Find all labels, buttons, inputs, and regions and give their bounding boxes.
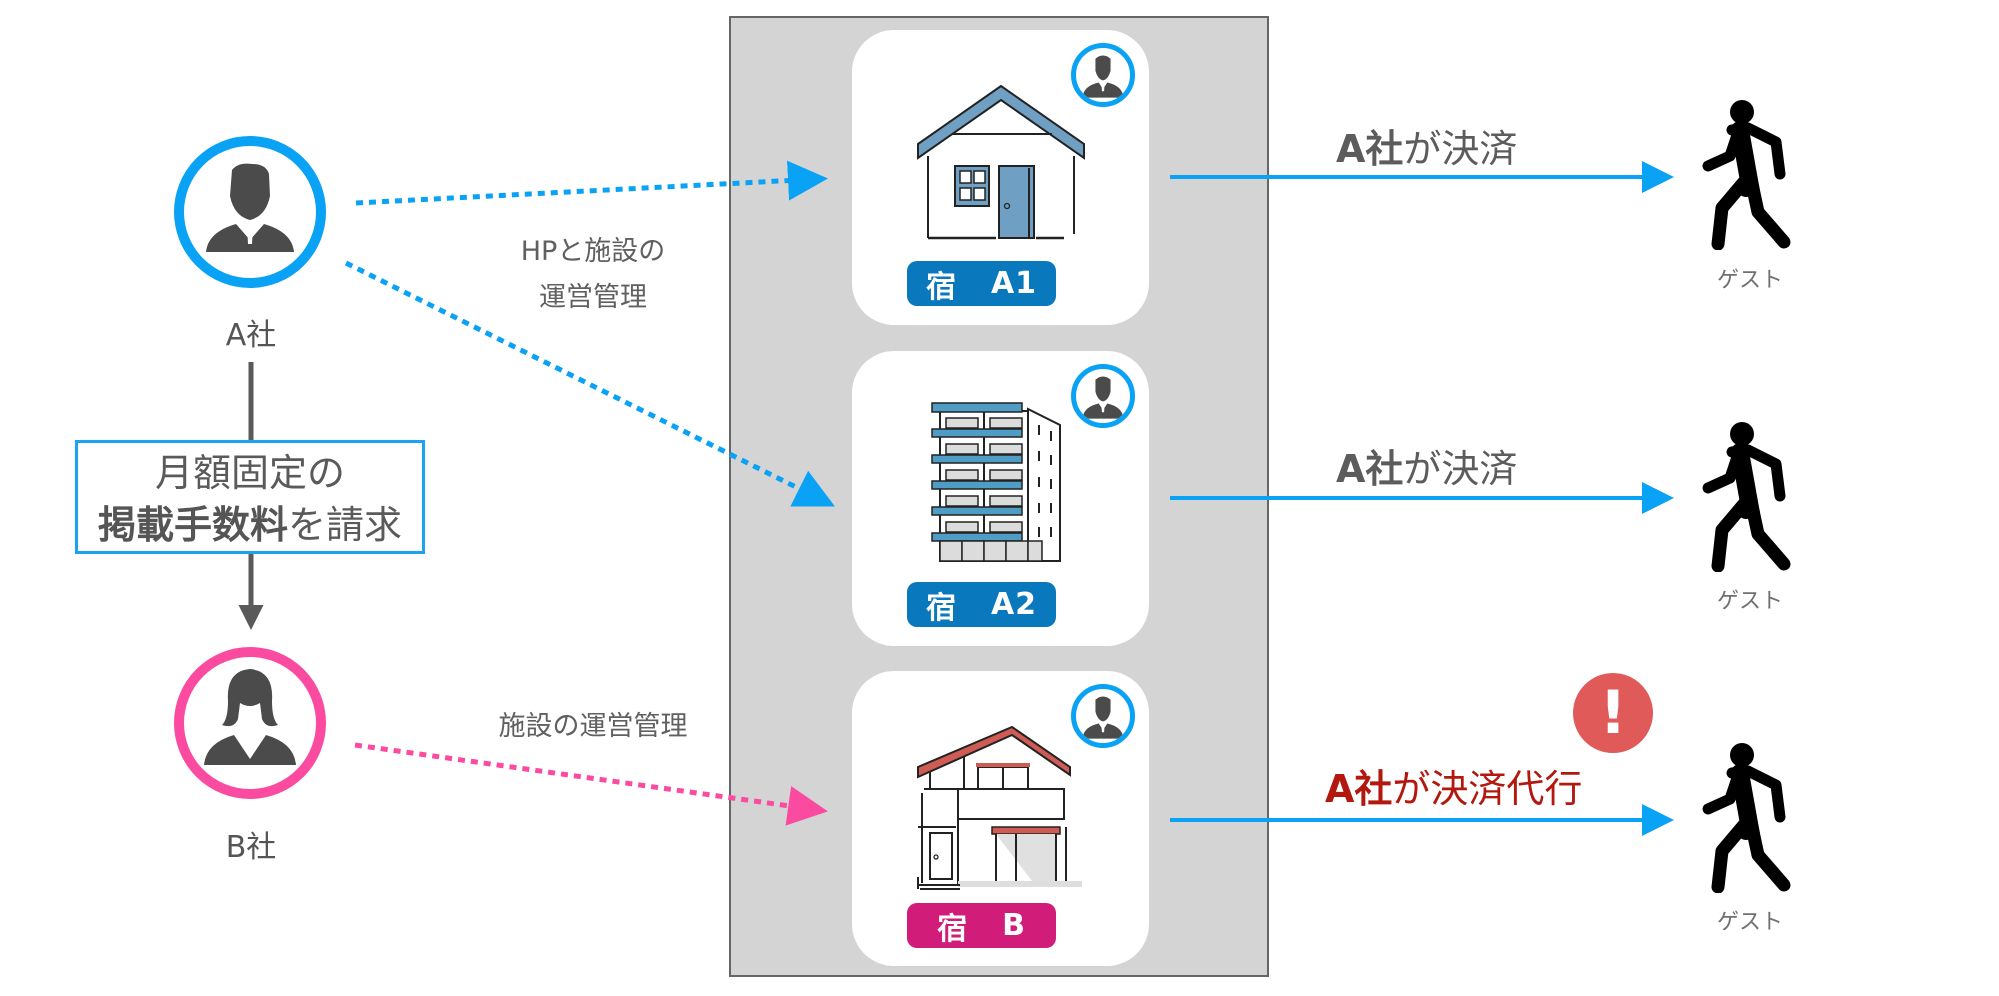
note-a-line-1: HPと施設の (520, 236, 666, 267)
manager-badge (1071, 684, 1135, 748)
management-arrow-b (354, 742, 828, 826)
two-story-house-icon (917, 725, 1082, 890)
property-code: A1 (990, 266, 1038, 301)
property-card-a2: 宿 A2 (852, 351, 1149, 646)
fee-emphasis: 掲載手数料 (97, 503, 288, 547)
guest-1 (1700, 100, 1800, 254)
property-kanji: 宿 (937, 911, 969, 947)
note-a-line-2: 運営管理 (539, 282, 647, 313)
payment-label-1: A社が決済 (1336, 118, 1517, 173)
fee-line-1: 月額固定の (154, 451, 345, 495)
businesswoman-icon (174, 647, 326, 799)
property-kanji: 宿 (925, 269, 957, 305)
businessman-icon (1082, 696, 1124, 739)
fee-line-2: 掲載手数料を請求 (78, 499, 422, 551)
payment-label-2: A社が決済 (1336, 438, 1517, 493)
management-note-a: HPと施設の 運営管理 (478, 229, 708, 321)
property-code: B (1002, 908, 1026, 943)
property-label-b: 宿 B (907, 903, 1056, 948)
property-label-a1: 宿 A1 (907, 261, 1056, 306)
payment-text: が決済 (1403, 127, 1518, 171)
monthly-fee-box: 月額固定の 掲載手数料を請求 (75, 440, 425, 554)
apartment-building-icon (931, 402, 1061, 562)
walking-person-icon (1702, 743, 1791, 894)
management-note-b: 施設の運営管理 (498, 711, 688, 742)
guest-label-1: ゲスト (1716, 268, 1783, 293)
payer: A社 (1325, 767, 1393, 811)
property-card-a1: 宿 A1 (852, 30, 1149, 325)
manager-badge (1071, 364, 1135, 428)
management-arrow-a1 (355, 160, 828, 206)
payment-label-3: A社が決済代行 (1325, 758, 1582, 813)
guest-label-2: ゲスト (1716, 589, 1783, 614)
alert-icon: ! (1573, 673, 1653, 753)
property-code: A2 (990, 587, 1038, 622)
payment-text: が決済代行 (1392, 767, 1583, 811)
property-kanji: 宿 (925, 590, 957, 626)
management-arrow-a2 (344, 260, 835, 507)
walking-person-icon (1702, 100, 1791, 251)
house-icon (917, 84, 1085, 240)
businessman-icon (1082, 376, 1124, 419)
guest-2 (1700, 422, 1800, 576)
company-b-avatar (174, 647, 326, 799)
property-card-b: 宿 B (852, 671, 1149, 966)
property-label-a2: 宿 A2 (907, 582, 1056, 627)
fee-line-2-rest: を請求 (288, 503, 403, 547)
businessman-icon (1082, 55, 1124, 98)
guest-3 (1700, 743, 1800, 897)
payer: A社 (1336, 127, 1404, 171)
company-a-label: A社 (225, 318, 277, 353)
company-a-avatar (174, 136, 326, 288)
company-b-label: B社 (225, 830, 277, 865)
payment-text: が決済 (1403, 447, 1518, 491)
payer: A社 (1336, 447, 1404, 491)
businessman-icon (174, 136, 326, 288)
manager-badge (1071, 43, 1135, 107)
walking-person-icon (1702, 422, 1791, 573)
guest-label-3: ゲスト (1716, 910, 1783, 935)
